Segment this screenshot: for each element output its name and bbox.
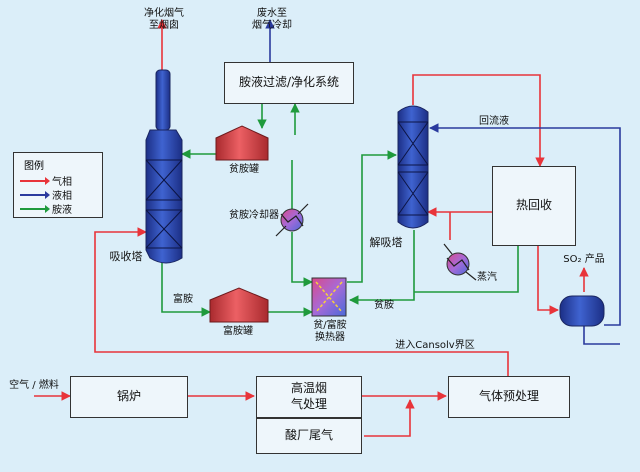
amine-filter-box: 胺液过滤/净化系统 <box>224 62 354 104</box>
reboiler-icon <box>443 243 477 281</box>
legend-item-gas: 气相 <box>20 173 72 188</box>
rich-tank-label: 富胺罐 <box>223 326 253 337</box>
amine-lines <box>161 103 519 317</box>
heat-recovery-amine-line <box>414 245 519 293</box>
lean-amine-label: 贫胺 <box>374 300 394 311</box>
so2-separator-drum <box>559 295 605 327</box>
acid-tail-gas-line <box>364 399 415 437</box>
lean-amine-return-line <box>349 230 415 305</box>
steam-label: 蒸汽 <box>477 272 497 283</box>
absorber-column <box>145 69 183 264</box>
reflux-line <box>429 123 621 326</box>
lean-cooler-icon <box>275 203 309 237</box>
feed-gas-line <box>94 227 509 378</box>
gas-pretreat-box: 气体预处理 <box>448 376 570 418</box>
enter-cansolv-label: 进入Cansolv界区 <box>395 340 475 351</box>
stripper-label: 解吸塔 <box>369 236 403 249</box>
lean-rich-exchanger <box>311 277 347 317</box>
absorber-to-rich-tank-line <box>161 262 211 317</box>
rich-tank <box>209 287 269 323</box>
legend-title: 图例 <box>24 161 44 172</box>
waste-water-label: 废水至 烟气冷却 <box>252 8 292 31</box>
legend: 图例 气相 液相 胺液 <box>13 152 103 218</box>
high-temp-gas-box: 高温烟 气处理 <box>256 376 362 418</box>
legend-item-liquid: 液相 <box>20 187 72 202</box>
so2-product-label: SO₂ 产品 <box>563 254 605 265</box>
cooler-to-exchanger-line <box>291 232 313 287</box>
reflux-label: 回流液 <box>479 116 509 127</box>
legend-item-amine: 胺液 <box>20 201 72 216</box>
so2-product-line <box>537 245 559 315</box>
lean-tank-label: 贫胺罐 <box>229 164 259 175</box>
lean-tank <box>215 125 269 161</box>
lean-cooler-label: 贫胺冷却器 <box>229 210 279 221</box>
gas-phase-lines <box>34 19 589 437</box>
heat-recovery-box: 热回收 <box>492 166 576 246</box>
rich-to-stripper-line <box>347 150 397 283</box>
clean-gas-label: 净化烟气 至烟囱 <box>144 8 184 31</box>
acid-tail-gas-box: 酸厂尾气 <box>256 418 362 454</box>
exchanger-label: 贫/富胺 换热器 <box>313 320 347 343</box>
absorber-label: 吸收塔 <box>109 250 143 263</box>
separator-bottom-line <box>583 326 620 345</box>
rich-amine-label: 富胺 <box>173 294 193 305</box>
air-fuel-label: 空气 / 燃料 <box>9 380 59 391</box>
boiler-box: 锅炉 <box>70 376 188 418</box>
stripper-overhead-line <box>412 74 545 167</box>
stripper-column <box>397 105 429 229</box>
